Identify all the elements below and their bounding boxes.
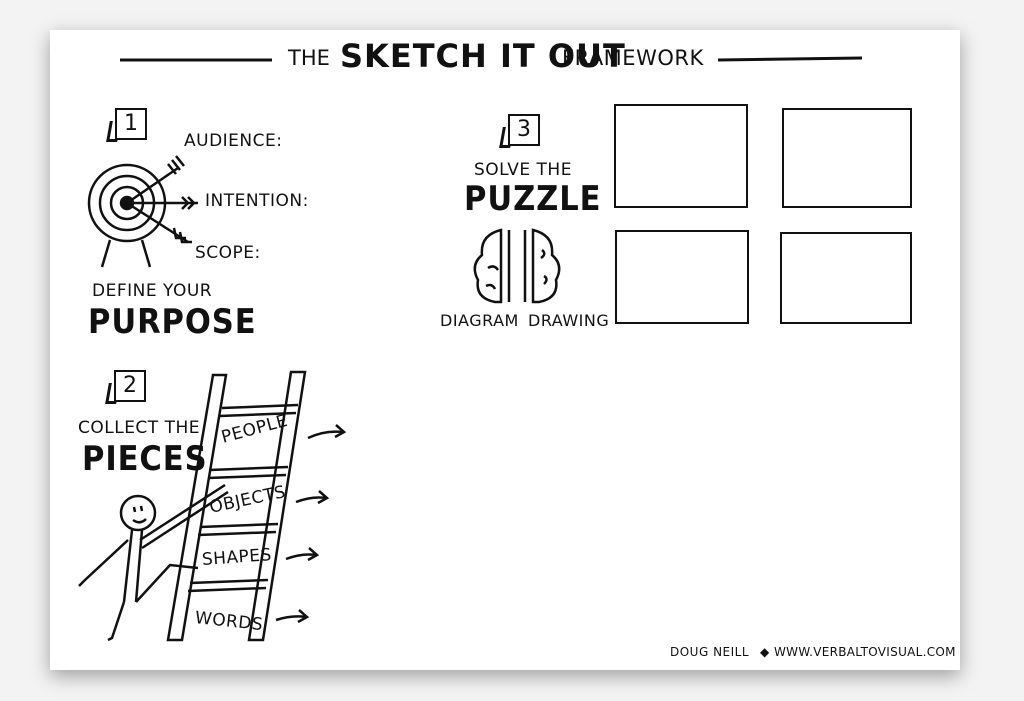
step-1-heading-big: PURPOSE	[88, 302, 257, 342]
title-suffix: FRAMEWORK	[562, 46, 704, 70]
title-main: SKETCH IT OUT	[340, 37, 626, 75]
step-2-badge: 2	[114, 370, 146, 402]
puzzle-panel-2	[782, 108, 912, 208]
step-1-badge: 1	[115, 108, 147, 140]
intention-label: INTENTION:	[205, 191, 309, 211]
step-2-heading-small: COLLECT THE	[78, 418, 201, 438]
step-2-heading-big: PIECES	[82, 439, 208, 479]
target-icon	[87, 155, 198, 268]
sketch-lines	[78, 56, 863, 642]
footer-author: DOUG NEILL	[670, 645, 750, 659]
stick-figure-icon	[78, 483, 229, 642]
title-rule-right	[717, 56, 863, 62]
title-prefix: THE	[288, 46, 330, 70]
step-1-heading-small: DEFINE YOUR	[92, 281, 213, 301]
rung-label-shapes: SHAPES	[201, 545, 273, 570]
scope-label: SCOPE:	[195, 243, 261, 263]
puzzle-panel-1	[614, 104, 748, 208]
audience-label: AUDIENCE:	[184, 131, 283, 151]
rung-arrows	[275, 424, 347, 624]
brain-icon	[473, 228, 561, 304]
footer-separator-icon: ◆	[760, 645, 770, 659]
framework-sheet: THE SKETCH IT OUT FRAMEWORK 1 AUDIENCE: …	[50, 30, 960, 670]
ladder-icon	[166, 370, 307, 642]
step-3-heading-small: SOLVE THE	[474, 160, 572, 180]
footer-site: WWW.VERBALTOVISUAL.COM	[774, 645, 956, 659]
step-3-heading-big: PUZZLE	[464, 179, 602, 219]
step-3-badge: 3	[508, 114, 540, 146]
puzzle-panel-3	[615, 230, 749, 324]
drawing-label: DRAWING	[528, 311, 610, 330]
puzzle-panel-4	[780, 232, 912, 324]
diagram-label: DIAGRAM	[440, 311, 519, 330]
